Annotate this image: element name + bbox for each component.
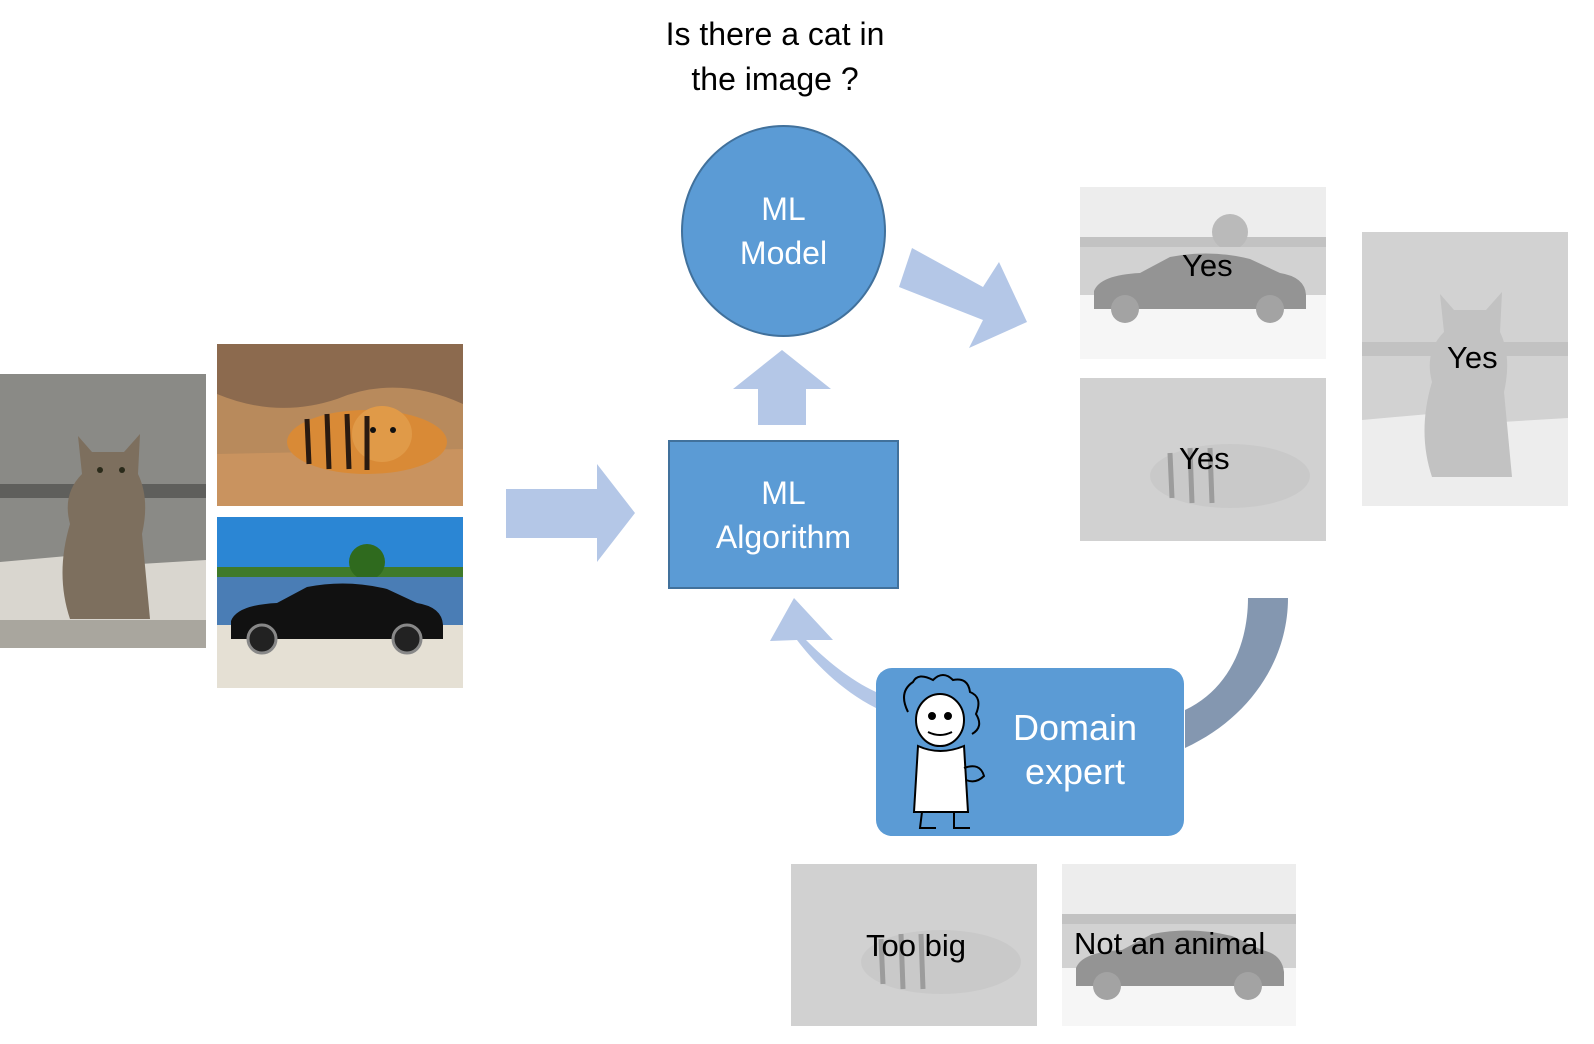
question-text: Is there a cat in the image ?	[620, 12, 930, 102]
ml-model-node: ML Model	[681, 125, 886, 337]
car-photo-icon	[1080, 187, 1326, 359]
training-image-tiger	[217, 344, 463, 506]
feedback-image-car	[1062, 864, 1296, 1026]
domain-expert-line-1: Domain	[1012, 707, 1138, 748]
prediction-image-cat	[1362, 232, 1568, 506]
einstein-cartoon-icon	[903, 674, 986, 829]
ml-model-line-2: Model	[739, 235, 828, 271]
input-arrow	[506, 464, 635, 562]
predict-arrow	[899, 248, 1027, 348]
feedback-image-tiger	[791, 864, 1037, 1026]
tiger-photo-icon	[1080, 378, 1326, 541]
question-line-2: the image ?	[691, 61, 859, 97]
feedback-label-not-an-animal: Not an animal	[1074, 926, 1266, 961]
ml-algorithm-line-2: Algorithm	[715, 518, 852, 555]
prediction-label-1: Yes	[1182, 248, 1233, 283]
prediction-label-3: Yes	[1447, 340, 1498, 375]
training-image-cat	[0, 374, 206, 648]
prediction-label-2: Yes	[1179, 441, 1230, 476]
prediction-image-tiger	[1080, 378, 1326, 541]
training-image-car	[217, 517, 463, 688]
review-arrow	[1185, 598, 1288, 748]
cat-photo-icon	[0, 374, 206, 648]
car-photo-icon	[1062, 864, 1296, 1026]
ml-algorithm-node: ML Algorithm	[668, 440, 899, 589]
car-photo-icon	[217, 517, 463, 688]
ml-model-line-1: ML	[761, 191, 806, 227]
domain-expert-line-2: expert	[1024, 751, 1126, 792]
feedback-label-too-big: Too big	[866, 928, 966, 963]
tiger-photo-icon	[217, 344, 463, 506]
feedback-arrow	[770, 598, 876, 708]
domain-expert-label: Domain expert	[990, 706, 1160, 794]
train-arrow	[733, 350, 831, 425]
tiger-photo-icon	[791, 864, 1037, 1026]
question-line-1: Is there a cat in	[665, 16, 885, 52]
prediction-image-car	[1080, 187, 1326, 359]
ml-algorithm-line-1: ML	[761, 474, 806, 511]
cat-photo-icon	[1362, 232, 1568, 506]
